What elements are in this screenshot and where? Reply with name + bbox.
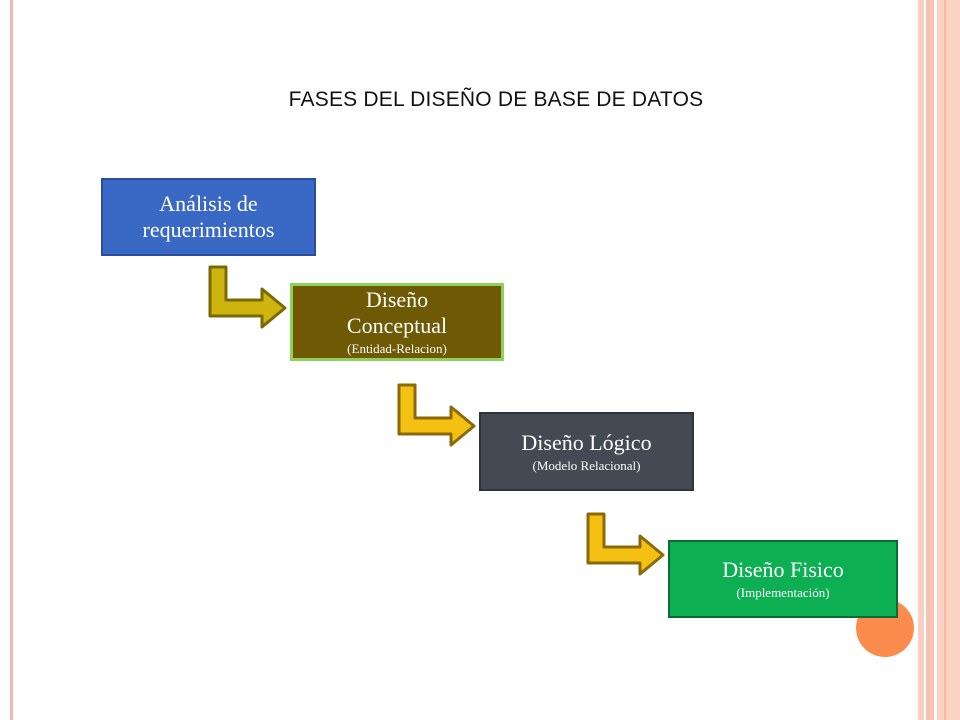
right-decorative-stripe (934, 0, 937, 720)
right-decorative-stripe (937, 0, 960, 720)
right-decorative-stripe (924, 0, 926, 720)
phase-sublabel: (Implementación) (736, 585, 830, 600)
phase-label: Diseño Lógico (521, 429, 652, 455)
right-decorative-stripe (944, 0, 946, 720)
phase-label: Diseño Conceptual (346, 287, 448, 338)
phase-label: Diseño Fisico (722, 557, 844, 582)
bent-arrow-icon (208, 265, 287, 329)
phase-box-fisico: Diseño Fisico (Implementación) (668, 540, 898, 618)
phase-box-logico: Diseño Lógico (Modelo Relacional) (479, 412, 694, 491)
phase-sublabel: (Entidad-Relacion) (347, 341, 447, 356)
phase-box-analisis: Análisis de requerimientos (101, 178, 316, 256)
phase-label: Análisis de requerimientos (142, 191, 275, 242)
right-decorative-stripe (918, 0, 924, 720)
right-decorative-stripe (926, 0, 934, 720)
bent-arrow-icon (586, 512, 665, 576)
slide-title: FASES DEL DISEÑO DE BASE DE DATOS (288, 88, 704, 111)
left-decorative-rule (10, 0, 13, 720)
phase-box-conceptual: Diseño Conceptual (Entidad-Relacion) (290, 283, 504, 361)
bent-arrow-icon (397, 383, 476, 447)
phase-sublabel: (Modelo Relacional) (532, 457, 641, 473)
